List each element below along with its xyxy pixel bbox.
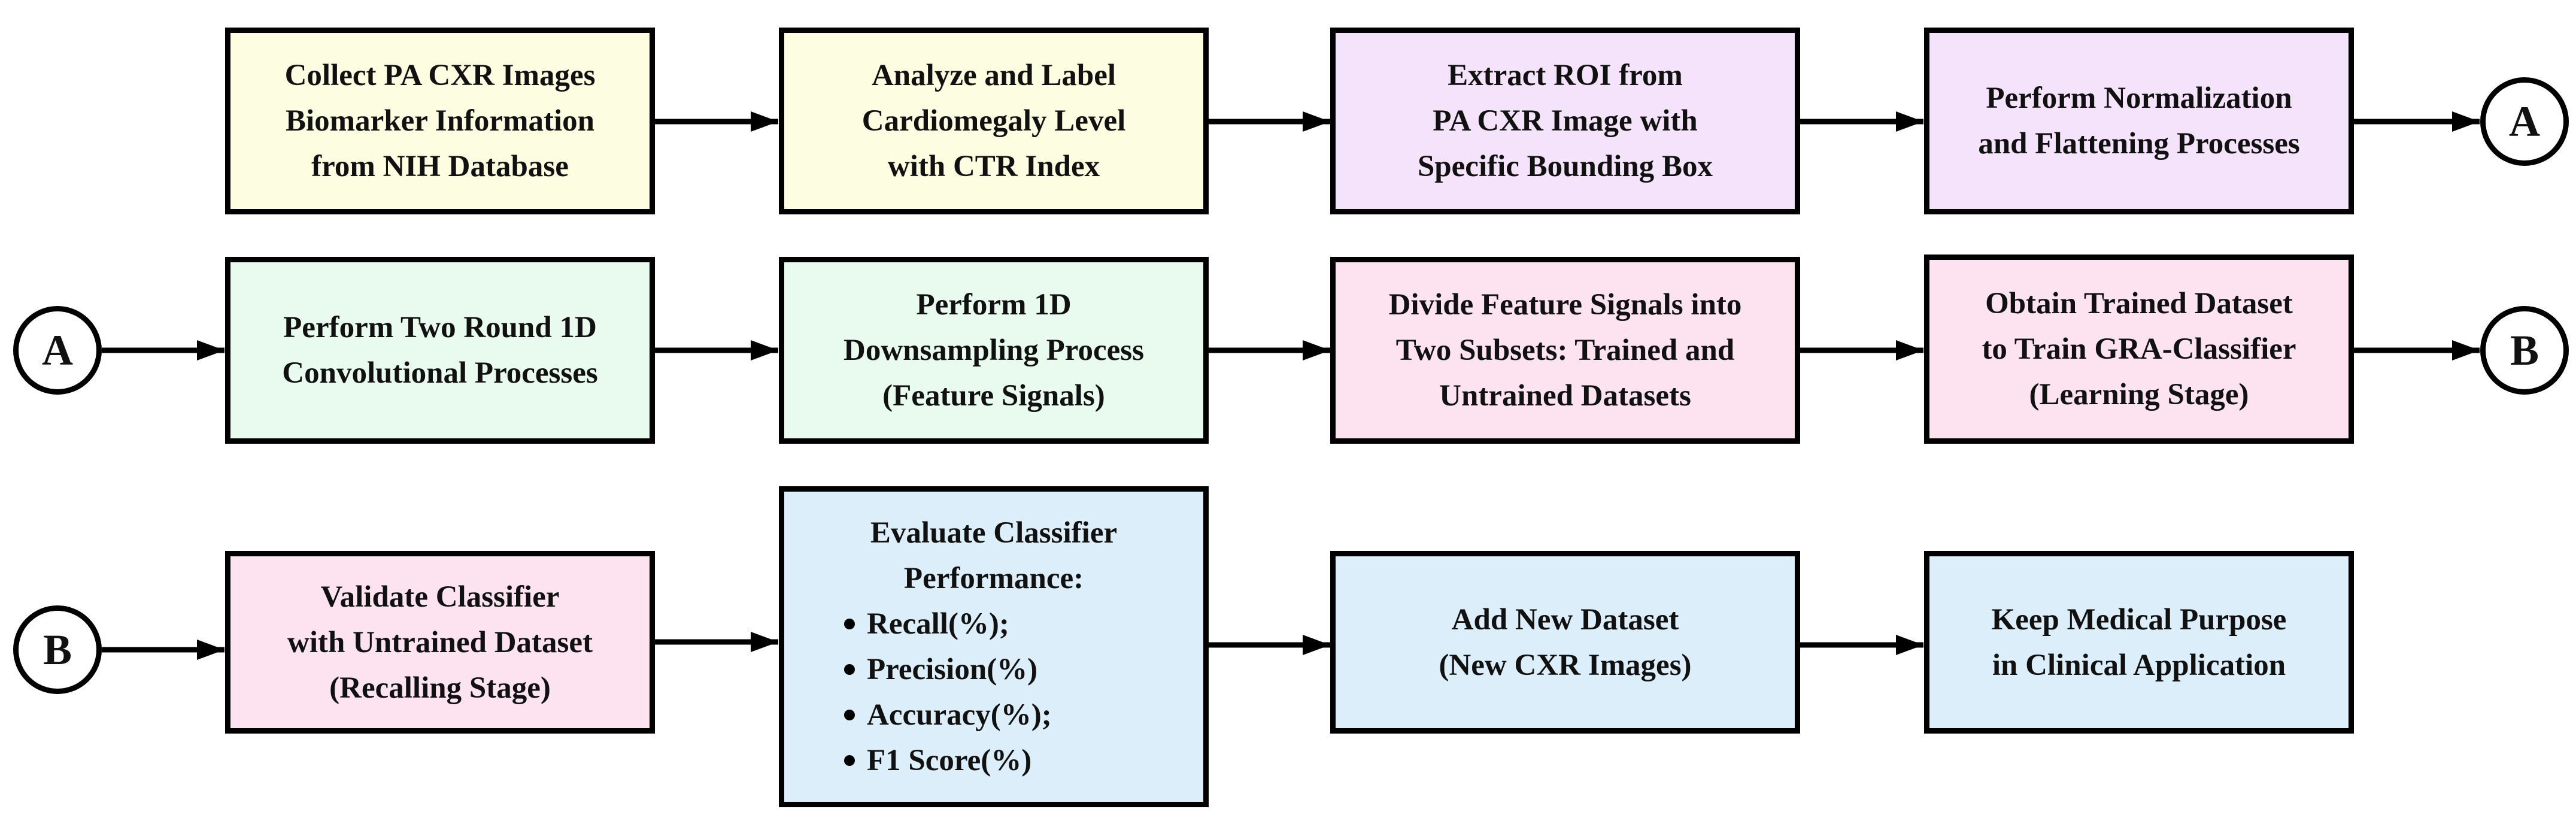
add-dataset-box: Add New Dataset (New CXR Images) (1330, 551, 1800, 734)
normalization-text: Perform Normalization and Flattening Pro… (1978, 81, 2300, 160)
arrowhead (2452, 111, 2480, 132)
arrowhead (2452, 340, 2480, 360)
extract-roi-text: Extract ROI from PA CXR Image with Speci… (1417, 59, 1713, 183)
downsampling-box: Perform 1D Downsampling Process (Feature… (779, 257, 1209, 444)
connector-b-in: B (13, 605, 102, 694)
arrowhead (1896, 340, 1923, 360)
bullet-icon (844, 755, 855, 766)
connector-b-out-label: B (2510, 326, 2539, 374)
evaluate-performance-title: Evaluate Classifier Performance: (870, 516, 1118, 595)
analyze-label-box: Analyze and Label Cardiomegaly Level wit… (779, 28, 1209, 214)
arrowhead (751, 340, 778, 360)
connector-a-out: A (2480, 77, 2569, 166)
validate-classifier-box: Validate Classifier with Untrained Datas… (225, 551, 655, 734)
connector-a-out-label: A (2509, 97, 2540, 146)
arrowhead (751, 632, 778, 652)
metric-item: Accuracy(%); (844, 692, 1203, 738)
normalization-box: Perform Normalization and Flattening Pro… (1924, 28, 2354, 214)
connector-b-in-label: B (43, 625, 72, 674)
arrowhead (197, 640, 224, 660)
downsampling-text: Perform 1D Downsampling Process (Feature… (843, 288, 1144, 413)
bullet-icon (844, 710, 855, 720)
bullet-icon (844, 664, 855, 675)
train-classifier-box: Obtain Trained Dataset to Train GRA-Clas… (1924, 255, 2354, 444)
collect-images-text: Collect PA CXR Images Biomarker Informat… (284, 59, 596, 183)
arrowhead (1303, 635, 1330, 655)
add-dataset-text: Add New Dataset (New CXR Images) (1439, 602, 1692, 682)
convolution-box: Perform Two Round 1D Convolutional Proce… (225, 257, 655, 444)
connector-a-in-label: A (42, 326, 73, 374)
extract-roi-box: Extract ROI from PA CXR Image with Speci… (1330, 28, 1800, 214)
metric-label: Recall(%); (867, 607, 1009, 641)
arrowhead (1896, 635, 1923, 655)
arrowhead (197, 340, 224, 360)
connector-a-in: A (13, 306, 102, 395)
metric-item: F1 Score(%) (844, 738, 1203, 783)
train-classifier-text: Obtain Trained Dataset to Train GRA-Clas… (1982, 287, 2296, 411)
evaluate-performance-box: Evaluate Classifier Performance: Recall(… (779, 486, 1209, 807)
arrowhead (751, 111, 778, 132)
metrics-list: Recall(%); Precision(%) Accuracy(%); F1 … (784, 601, 1203, 783)
metric-label: Accuracy(%); (867, 698, 1052, 732)
analyze-label-text: Analyze and Label Cardiomegaly Level wit… (861, 59, 1126, 183)
metric-label: F1 Score(%) (867, 744, 1032, 777)
connector-b-out: B (2480, 306, 2569, 395)
metric-item: Recall(%); (844, 601, 1203, 647)
arrowhead (1303, 340, 1330, 360)
divide-signals-text: Divide Feature Signals into Two Subsets:… (1388, 288, 1742, 413)
convolution-text: Perform Two Round 1D Convolutional Proce… (282, 311, 598, 390)
bullet-icon (844, 619, 855, 629)
arrowhead (1303, 111, 1330, 132)
keep-purpose-text: Keep Medical Purpose in Clinical Applica… (1991, 602, 2287, 682)
validate-classifier-text: Validate Classifier with Untrained Datas… (287, 580, 593, 705)
metric-label: Precision(%) (867, 653, 1038, 686)
metric-item: Precision(%) (844, 647, 1203, 692)
keep-purpose-box: Keep Medical Purpose in Clinical Applica… (1924, 551, 2354, 734)
arrowhead (1896, 111, 1923, 132)
collect-images-box: Collect PA CXR Images Biomarker Informat… (225, 28, 655, 214)
divide-signals-box: Divide Feature Signals into Two Subsets:… (1330, 257, 1800, 444)
